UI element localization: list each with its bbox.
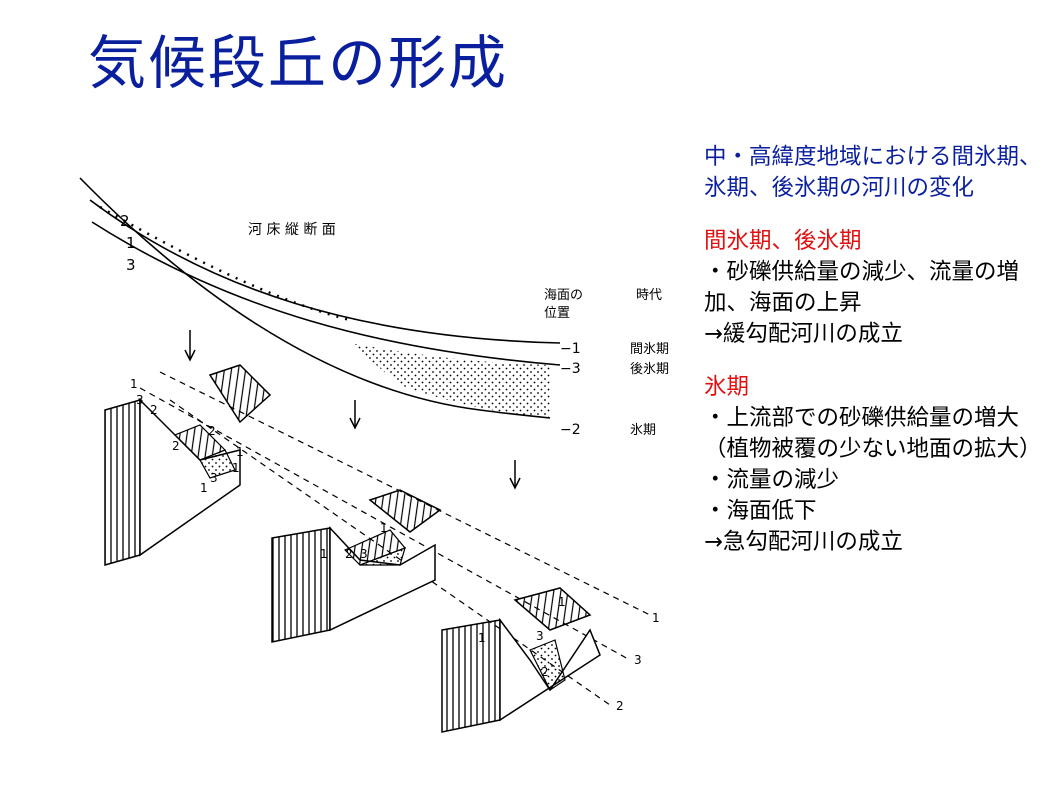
level-period-1: 間氷期	[630, 342, 669, 357]
level-mark-3: −3	[560, 361, 581, 377]
b1-label-1b: 1	[232, 461, 240, 475]
profile-gravel-fill	[350, 343, 550, 418]
explanation-panel: 中・高緯度地域における間氷期、氷期、後氷期の河川の変化 間氷期、後氷期 ・砂礫供…	[704, 142, 1044, 558]
valley-block-2: 1 2 3 1	[271, 489, 442, 643]
b1-label-2: 2	[150, 403, 158, 417]
body-interglacial-2: →緩勾配河川の成立	[704, 321, 903, 347]
body-glacial-2: ・流量の減少	[704, 467, 840, 493]
profile-curve-3	[91, 221, 561, 366]
river-terrace-diagram: 2 1 3 河 床 縦 断 面 海面の 位置 時代 −1 間氷期 −3 後氷期 …	[79, 177, 669, 733]
b2-label-3: 3	[360, 547, 368, 561]
body-glacial-3: ・海面低下	[704, 498, 817, 524]
b1-label-1d: 1	[236, 445, 244, 459]
intro-text: 中・高緯度地域における間氷期、氷期、後氷期の河川の変化	[704, 144, 1042, 201]
b3-label-2: 2	[541, 665, 549, 679]
profile-gravel-upper	[99, 205, 351, 322]
profile-label: 河 床 縦 断 面	[248, 222, 336, 238]
b3-label-3: 3	[536, 629, 544, 643]
b2-label-2: 2	[345, 547, 353, 561]
b1-label-2b: 2	[172, 439, 180, 453]
curve-label-1: 1	[126, 234, 136, 252]
heading-glacial: 氷期	[704, 374, 750, 400]
b1-label-1: 1	[130, 377, 138, 391]
b1-label-1c: 1	[200, 481, 208, 495]
down-arrows	[184, 330, 521, 490]
body-interglacial-1: ・砂礫供給量の減少、流量の増加、海面の上昇	[704, 259, 1020, 316]
heading-interglacial: 間氷期、後氷期	[704, 228, 862, 254]
b2-label-1b: 1	[380, 521, 388, 535]
slide-title: 気候段丘の形成	[88, 29, 509, 97]
longitudinal-profile: 2 1 3 河 床 縦 断 面	[79, 177, 561, 419]
sea-level-header-1: 海面の	[544, 288, 583, 303]
level-mark-2: −2	[560, 422, 581, 438]
period-header: 時代	[636, 288, 662, 303]
guide-label-2: 2	[616, 699, 624, 713]
guide-line-labels: 1 3 2	[616, 611, 660, 713]
b1-label-2c: 2	[208, 424, 216, 438]
valley-block-1: 2 1 3 2 2 3 1 1 1	[104, 364, 272, 566]
body-glacial-1: ・上流部での砂礫供給量の増大（植物被覆の少ない地面の拡大）	[704, 405, 1042, 462]
sea-level-legend: 海面の 位置 時代 −1 間氷期 −3 後氷期 −2 氷期	[544, 288, 669, 438]
profile-curve-2	[79, 177, 551, 419]
curve-label-3: 3	[126, 256, 136, 274]
level-mark-1: −1	[560, 341, 581, 357]
body-glacial-4: →急勾配河川の成立	[704, 529, 903, 555]
b2-label-1: 1	[320, 547, 328, 561]
guide-label-3: 3	[634, 653, 642, 667]
b3-label-1: 1	[478, 631, 486, 645]
b1-label-3: 3	[136, 393, 144, 407]
level-period-3: 後氷期	[630, 362, 669, 377]
level-period-2: 氷期	[630, 423, 656, 438]
valley-block-3: 1 1 3 2	[441, 587, 601, 733]
b1-label-3b: 3	[210, 471, 218, 485]
sea-level-header-2: 位置	[544, 306, 570, 321]
b3-label-1b: 1	[558, 595, 566, 609]
guide-label-1: 1	[652, 611, 660, 625]
curve-label-2: 2	[120, 212, 130, 230]
